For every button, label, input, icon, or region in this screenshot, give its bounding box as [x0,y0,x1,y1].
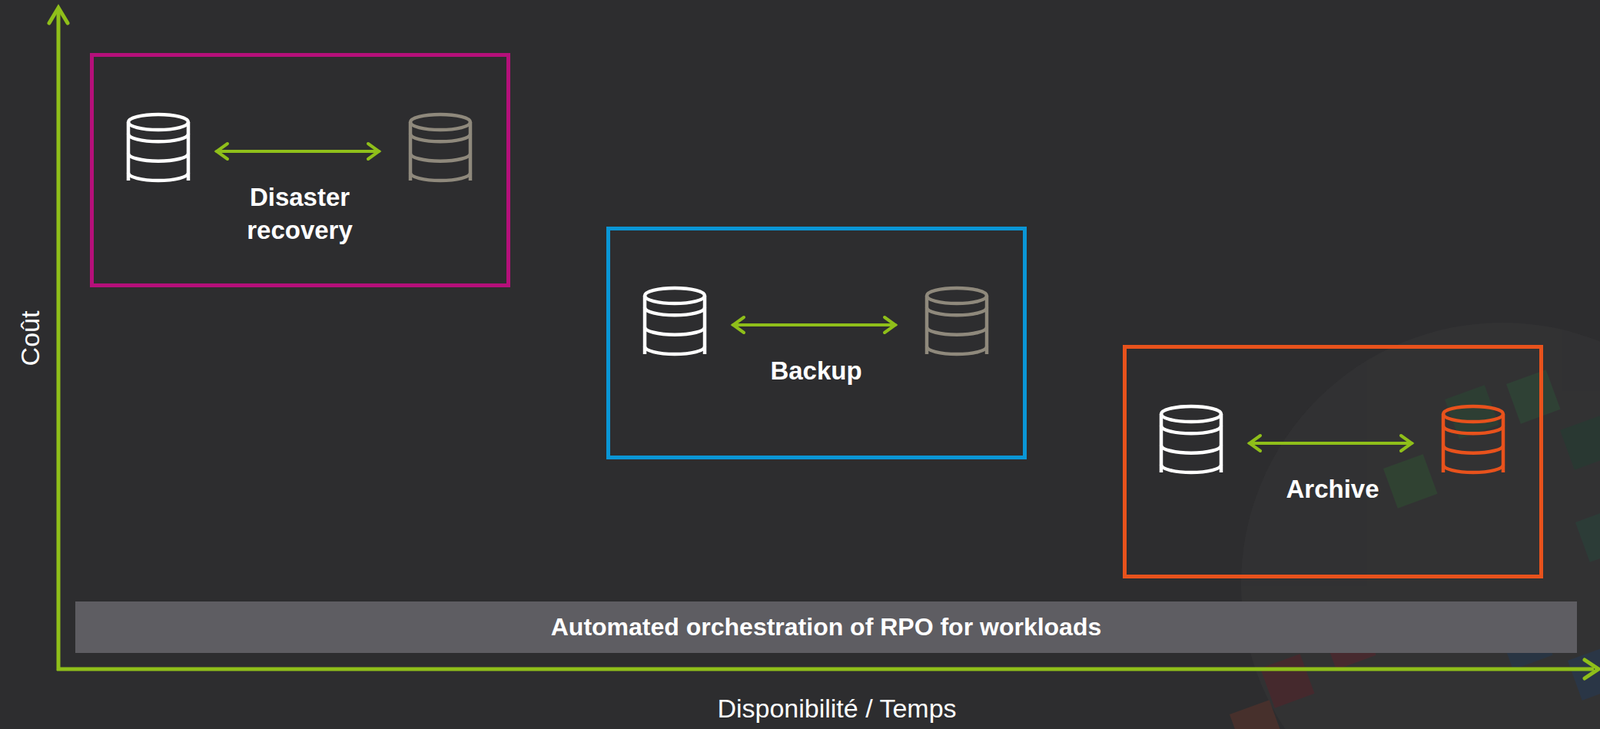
tier-box: Backup [606,226,1027,460]
x-axis-label: Disponibilité / Temps [717,693,957,724]
orchestration-band: Automated orchestration of RPO for workl… [75,601,1577,654]
sync-arrow [1249,435,1412,452]
tier-label: Backup [770,355,862,389]
tier-label: Archive [1285,473,1379,507]
band-label: Automated orchestration of RPO for workl… [551,611,1103,644]
tier-box: Archive [1122,345,1544,579]
sync-arrow [216,143,379,160]
database-icon [1161,406,1222,473]
tier-box: Disaster recovery [89,53,511,288]
sync-arrow [733,317,896,333]
database-icon [1443,406,1504,473]
database-icon [926,288,987,355]
database-icon [644,288,705,355]
database-icon [410,114,471,181]
tier-label: Disaster recovery [222,181,377,248]
database-icon [128,114,189,181]
y-axis-label: Coût [15,310,46,366]
axes [49,7,1599,679]
